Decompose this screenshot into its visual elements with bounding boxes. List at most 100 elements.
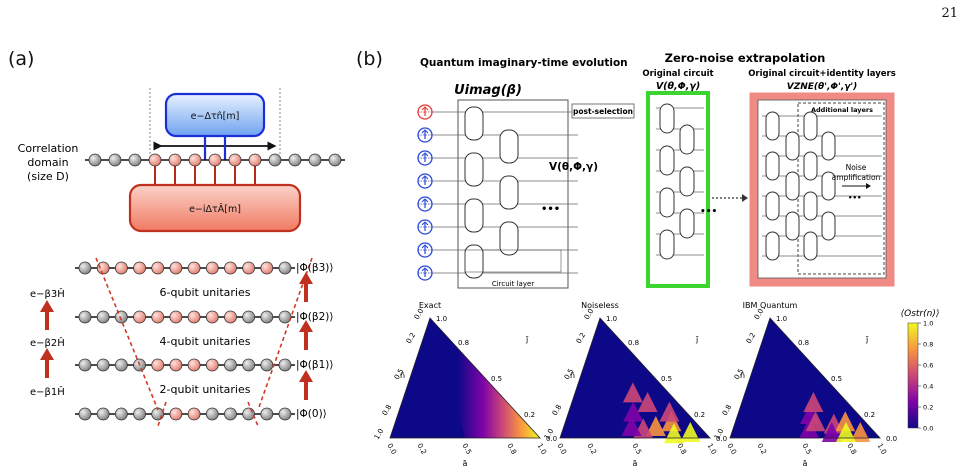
qubit <box>169 310 183 324</box>
two-qubit-gate <box>765 151 780 181</box>
tick-label: 0.5 <box>630 442 642 456</box>
orig-plus-identity-label: Original circuit+identity layers <box>748 69 896 79</box>
tick-label: 0.8 <box>798 339 809 347</box>
qubit <box>205 407 219 421</box>
two-qubit-gate <box>659 103 675 134</box>
qubit-icon <box>417 219 458 235</box>
step-beta3: e−β3Ĥ <box>30 287 65 300</box>
tick-label: 0.5 <box>661 375 672 383</box>
qubit <box>133 310 146 324</box>
two-qubit-gate <box>821 211 836 241</box>
tick-label: 0.8 <box>675 442 687 456</box>
light-cone-lines <box>95 257 313 427</box>
ternary-plot-1: Noiseless0.00.20.50.81.00.00.20.50.81.00… <box>543 301 727 468</box>
tick-label: 0.2 <box>405 331 417 345</box>
tick-label: 0.0 <box>385 442 397 456</box>
tick-label: 0.2 <box>524 411 535 419</box>
tick-label: 0.5 <box>831 375 842 383</box>
qubit <box>151 310 165 324</box>
ternary-cell <box>803 392 824 412</box>
ternary-cell <box>621 416 642 436</box>
ternary-cell <box>680 422 701 442</box>
tick-label: 0.2 <box>745 331 757 345</box>
original-v-label: V(θ,Φ,γ) <box>656 81 700 92</box>
tick-label: 0.8 <box>845 442 857 456</box>
qubit <box>168 153 182 167</box>
post-selection-label: post-selection <box>573 107 633 116</box>
panel-b-label: (b) <box>356 48 383 70</box>
qubit <box>78 261 92 275</box>
qubit <box>187 261 201 275</box>
qubit <box>133 407 146 421</box>
qubit-chain-top <box>85 153 345 167</box>
ternary-cell <box>805 411 826 432</box>
two-qubit-gate <box>803 191 818 221</box>
v-label: V(θ,Φ,γ) <box>549 161 598 173</box>
additional-layers-label: Additional layers <box>811 106 873 114</box>
ellipsis-2: ••• <box>700 207 717 217</box>
tick-label: 1.0 <box>436 315 447 323</box>
two-qubit-gate <box>679 208 695 239</box>
qubit <box>78 358 92 372</box>
ellipsis-3: ••• <box>848 194 861 202</box>
qubit <box>268 153 282 167</box>
qubit <box>260 407 274 421</box>
qubit <box>260 261 274 275</box>
colorbar-tick: 0.8 <box>923 341 933 349</box>
two-qubit-gate <box>785 171 800 201</box>
qubit <box>96 358 110 372</box>
colorbar-tick: 0.2 <box>923 404 933 412</box>
qubit <box>78 407 92 421</box>
circuit-layer-label: Circuit layer <box>492 280 534 288</box>
qubit <box>96 407 110 421</box>
two-qubit-gate <box>803 231 818 261</box>
axis-label-a: ā <box>463 459 468 468</box>
qubit <box>208 153 222 167</box>
qubit-chains-stack <box>75 261 295 421</box>
noise-amp-line2: amplification <box>832 173 881 182</box>
two-qubit-gate <box>821 171 836 201</box>
ternary-cell <box>850 422 871 442</box>
row-label-6: 6-qubit unitaries <box>160 286 251 299</box>
qubit <box>278 407 292 421</box>
axis-label-n: n̄ <box>740 371 745 380</box>
two-qubit-gate <box>464 106 484 141</box>
qubit <box>278 310 292 324</box>
two-qubit-gate <box>765 231 780 261</box>
two-qubit-gate <box>499 175 519 210</box>
qubit <box>187 407 201 421</box>
qubit-chain-row-1 <box>75 310 295 324</box>
qubit-icon <box>417 173 458 189</box>
plot-title: Noiseless <box>581 301 619 310</box>
ternary-plot-2: IBM Quantum0.00.20.50.81.00.00.20.50.81.… <box>713 301 897 468</box>
corr-label-line3: (size D) <box>27 170 69 183</box>
tick-label: 0.8 <box>381 403 393 417</box>
red-operator-box <box>128 183 302 233</box>
qubit <box>308 153 322 167</box>
qubit-icon <box>417 196 458 212</box>
qubit <box>108 153 122 167</box>
qubit-icon <box>417 242 458 258</box>
qubit <box>242 261 256 275</box>
qubit <box>224 261 237 275</box>
tick-label: 0.8 <box>458 339 469 347</box>
qubit <box>205 358 219 372</box>
tick-label: 1.0 <box>535 442 547 456</box>
qubit <box>114 261 128 275</box>
two-qubit-gate <box>785 131 800 161</box>
qubit <box>114 358 128 372</box>
axis-label-j: j̄ <box>525 335 529 344</box>
tick-label: 0.0 <box>886 435 897 443</box>
axis-label-j: j̄ <box>865 335 869 344</box>
tick-label: 1.0 <box>705 442 717 456</box>
qubit <box>278 358 292 372</box>
qubit <box>133 261 146 275</box>
two-qubit-gate <box>464 152 484 187</box>
qubit-chain-row-2 <box>75 358 295 372</box>
noise-amp-line1: Noise <box>846 163 867 172</box>
colorbar-label: ⟨Ostr(n)⟩ <box>901 309 940 319</box>
qubit-chain-row-3 <box>75 407 295 421</box>
tick-label: 0.5 <box>800 442 812 456</box>
tick-label: 1.0 <box>606 315 617 323</box>
